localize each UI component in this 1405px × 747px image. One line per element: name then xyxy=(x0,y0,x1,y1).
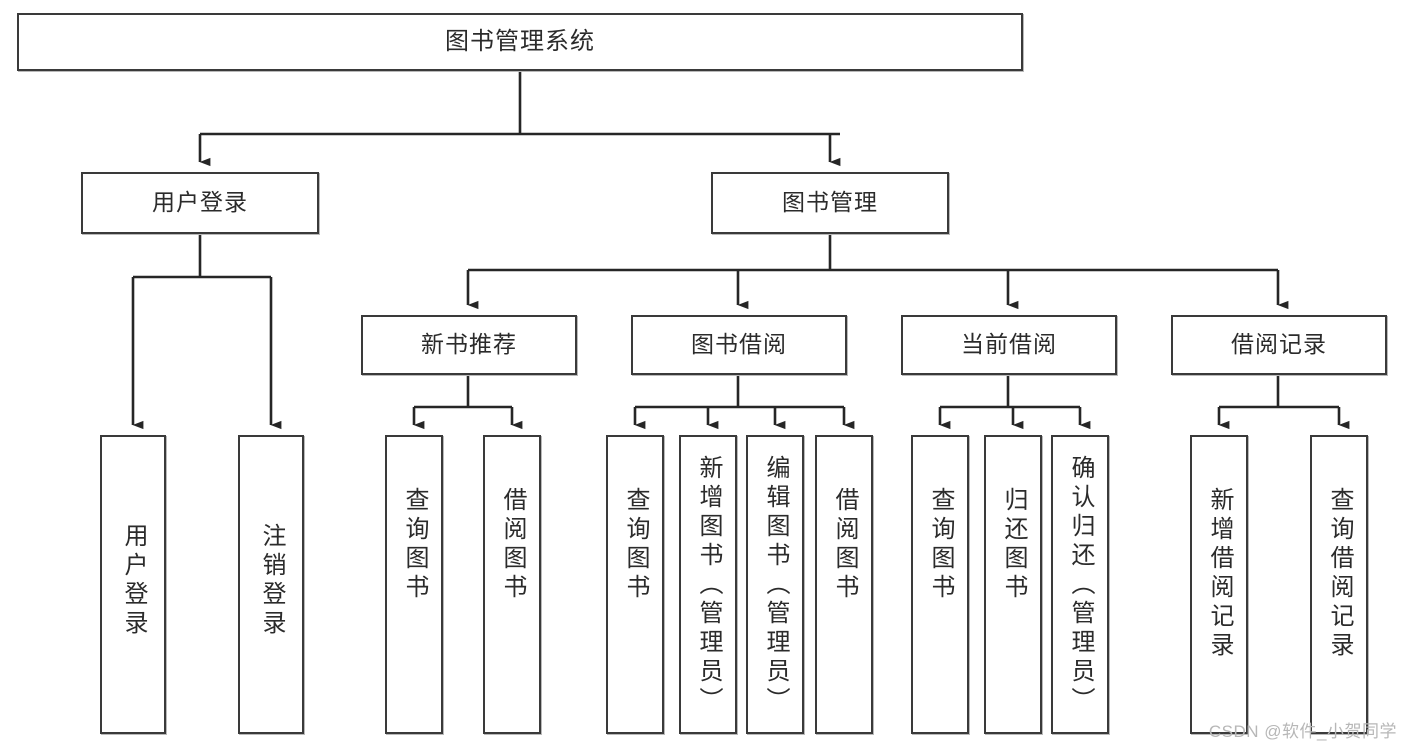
node-leaf-query-book-3-label: 查询图书 xyxy=(927,487,954,603)
node-current-borrow-label: 当前借阅 xyxy=(961,331,1057,358)
node-leaf-query-book-1-label: 查询图书 xyxy=(401,487,428,603)
node-current-borrow[interactable]: 当前借阅 xyxy=(901,315,1117,375)
node-leaf-query-book-3[interactable]: 查询图书 xyxy=(911,435,969,734)
node-new-book-rec-label: 新书推荐 xyxy=(421,331,517,358)
node-leaf-query-book-1[interactable]: 查询图书 xyxy=(385,435,443,734)
node-leaf-add-book[interactable]: 新增图书（管理员） xyxy=(679,435,737,734)
node-leaf-user-login[interactable]: 用户登录 xyxy=(100,435,166,734)
node-root[interactable]: 图书管理系统 xyxy=(17,13,1023,71)
node-leaf-confirm-return[interactable]: 确认归还（管理员） xyxy=(1051,435,1109,734)
node-leaf-confirm-return-label: 确认归还（管理员） xyxy=(1067,455,1094,716)
node-user-login[interactable]: 用户登录 xyxy=(81,172,319,234)
node-leaf-query-record-label: 查询借阅记录 xyxy=(1326,487,1353,661)
node-root-label: 图书管理系统 xyxy=(445,27,595,55)
node-borrow-record-label: 借阅记录 xyxy=(1231,331,1327,358)
node-leaf-user-logout-label: 注销登录 xyxy=(258,523,285,639)
node-leaf-query-book-2[interactable]: 查询图书 xyxy=(606,435,664,734)
node-leaf-user-logout[interactable]: 注销登录 xyxy=(238,435,304,734)
node-leaf-borrow-book-1-label: 借阅图书 xyxy=(499,487,526,603)
node-book-manage-label: 图书管理 xyxy=(782,189,878,216)
node-leaf-return-book[interactable]: 归还图书 xyxy=(984,435,1042,734)
node-leaf-add-record-label: 新增借阅记录 xyxy=(1206,487,1233,661)
node-leaf-query-record[interactable]: 查询借阅记录 xyxy=(1310,435,1368,734)
node-book-borrow[interactable]: 图书借阅 xyxy=(631,315,847,375)
node-leaf-borrow-book-2-label: 借阅图书 xyxy=(831,487,858,603)
node-book-borrow-label: 图书借阅 xyxy=(691,331,787,358)
node-leaf-add-book-label: 新增图书（管理员） xyxy=(695,455,722,716)
node-leaf-query-book-2-label: 查询图书 xyxy=(622,487,649,603)
node-leaf-edit-book[interactable]: 编辑图书（管理员） xyxy=(746,435,804,734)
node-leaf-borrow-book-1[interactable]: 借阅图书 xyxy=(483,435,541,734)
node-leaf-borrow-book-2[interactable]: 借阅图书 xyxy=(815,435,873,734)
node-user-login-label: 用户登录 xyxy=(152,189,248,216)
node-leaf-edit-book-label: 编辑图书（管理员） xyxy=(762,455,789,716)
node-new-book-rec[interactable]: 新书推荐 xyxy=(361,315,577,375)
node-leaf-return-book-label: 归还图书 xyxy=(1000,487,1027,603)
node-book-manage[interactable]: 图书管理 xyxy=(711,172,949,234)
node-leaf-add-record[interactable]: 新增借阅记录 xyxy=(1190,435,1248,734)
node-leaf-user-login-label: 用户登录 xyxy=(120,523,147,639)
node-borrow-record[interactable]: 借阅记录 xyxy=(1171,315,1387,375)
